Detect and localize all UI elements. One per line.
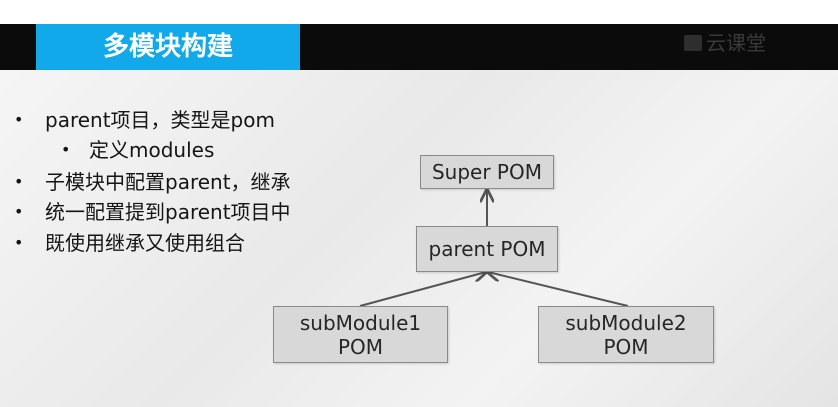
top-strip xyxy=(0,0,838,24)
arrow-sub1-to-parent xyxy=(359,272,486,307)
bullet-text: 既使用继承又使用组合 xyxy=(45,231,245,255)
bullet-dot: • xyxy=(14,110,24,129)
bullet-text: 子模块中配置parent，继承 xyxy=(45,170,291,194)
bullet-dot: • xyxy=(14,202,24,221)
bullet-dot: • xyxy=(14,233,24,252)
bullet-dot: • xyxy=(61,140,71,159)
parent-pom-node: parent POM xyxy=(416,226,558,272)
watermark: 云课堂 xyxy=(684,30,766,56)
bullet-text: 定义modules xyxy=(89,138,215,162)
watermark-text: 云课堂 xyxy=(706,31,766,55)
cloud-classroom-logo-icon xyxy=(684,35,702,51)
submodule1-pom-node: subModule1 POM xyxy=(273,306,448,363)
super-pom-node: Super POM xyxy=(420,155,554,189)
submodule2-pom-node: subModule2 POM xyxy=(538,306,714,363)
bullet-dot: • xyxy=(14,172,24,191)
bullet-text: 统一配置提到parent项目中 xyxy=(45,200,291,224)
arrow-sub2-to-parent xyxy=(488,272,629,307)
bullet-text: parent项目，类型是pom xyxy=(45,108,275,132)
slide-title: 多模块构建 xyxy=(36,24,300,70)
